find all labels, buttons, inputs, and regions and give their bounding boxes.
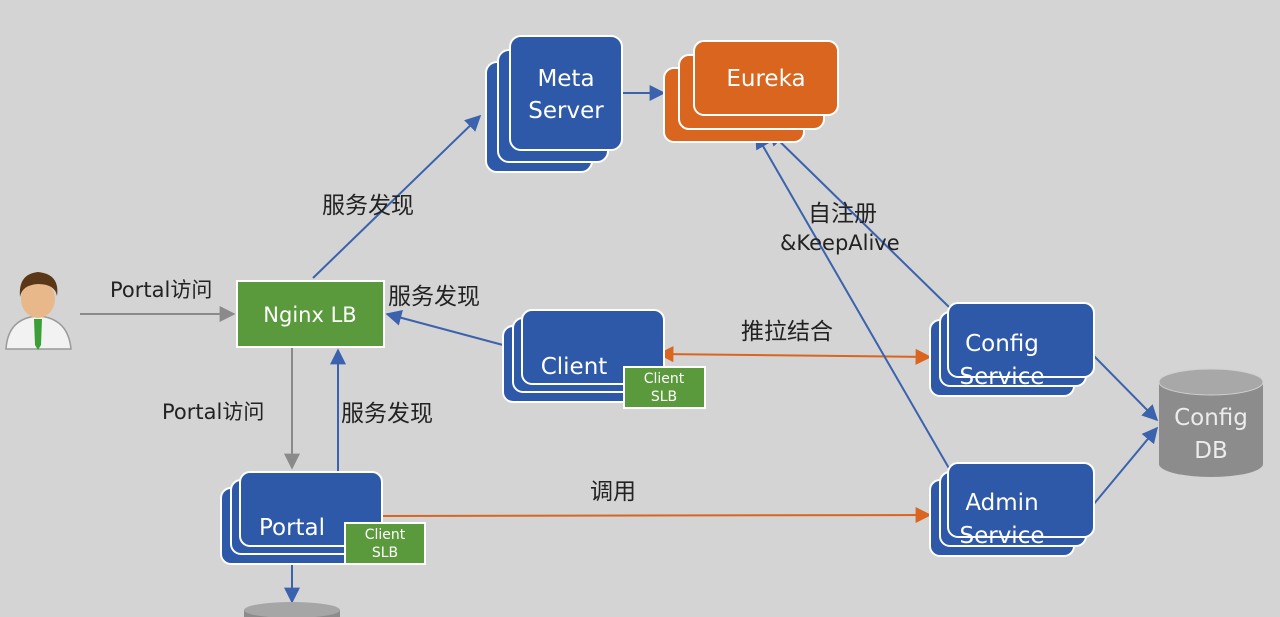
label-register-line1: 自注册 <box>808 201 877 227</box>
label-nginx-to-portal: Portal访问 <box>162 400 264 424</box>
portal-node[interactable]: Portal Client SLB <box>220 471 426 565</box>
edge-config-to-db <box>1092 354 1159 422</box>
edge-admin-register-eureka <box>755 132 951 471</box>
edge-client-config-sync <box>657 346 932 365</box>
config-service-label-line2: Service <box>959 364 1044 390</box>
edges <box>80 85 1159 604</box>
config-db-node[interactable]: Config DB <box>1158 368 1264 477</box>
label-client-to-nginx: 服务发现 <box>388 284 480 310</box>
edge-config-register-eureka <box>767 129 951 309</box>
client-slb-badge[interactable]: Client SLB <box>623 366 706 409</box>
admin-service-label-line1: Admin <box>965 490 1038 516</box>
user-avatar-icon <box>5 272 72 350</box>
admin-service-node[interactable]: Admin Service <box>929 462 1095 557</box>
edge-portal-to-admin <box>381 507 932 524</box>
label-user-to-nginx: Portal访问 <box>110 278 212 302</box>
database-cylinder-icon <box>1158 368 1264 477</box>
label-nginx-to-meta: 服务发现 <box>322 193 414 219</box>
label-register-line2: &KeepAlive <box>780 231 900 255</box>
nginx-lb-node[interactable]: Nginx LB <box>236 280 385 348</box>
portal-slb-badge[interactable]: Client SLB <box>344 522 426 565</box>
meta-server-node[interactable]: Meta Server <box>485 35 623 173</box>
config-service-label-line1: Config <box>965 331 1039 357</box>
label-client-config-sync: 推拉结合 <box>741 319 833 345</box>
client-node[interactable]: Client Client SLB <box>502 309 706 409</box>
eureka-node[interactable]: Eureka <box>663 40 839 143</box>
label-portal-to-nginx: 服务发现 <box>341 401 433 427</box>
client-slb-line1: Client <box>644 371 685 387</box>
nginx-lb-label: Nginx LB <box>263 303 356 327</box>
edge-labels: Portal访问 服务发现 服务发现 Portal访问 服务发现 推拉结合 调用… <box>110 193 900 505</box>
label-portal-to-admin: 调用 <box>590 479 636 505</box>
meta-server-label-line1: Meta <box>537 66 594 92</box>
eureka-label: Eureka <box>726 66 805 92</box>
meta-server-label-line2: Server <box>528 98 604 124</box>
portal-label: Portal <box>259 515 325 541</box>
client-label: Client <box>541 354 608 380</box>
edge-nginx-to-meta <box>312 114 482 279</box>
portal-slb-line2: SLB <box>372 545 398 561</box>
edge-client-to-nginx <box>385 309 504 346</box>
config-db-label-line2: DB <box>1194 438 1228 464</box>
portal-slb-line1: Client <box>365 527 406 543</box>
portal-db-icon <box>244 602 340 617</box>
config-db-label-line1: Config <box>1174 405 1248 431</box>
admin-service-label-line2: Service <box>959 523 1044 549</box>
edge-admin-to-db <box>1092 426 1159 506</box>
client-slb-line2: SLB <box>651 389 677 405</box>
config-service-node[interactable]: Config Service <box>929 302 1095 397</box>
